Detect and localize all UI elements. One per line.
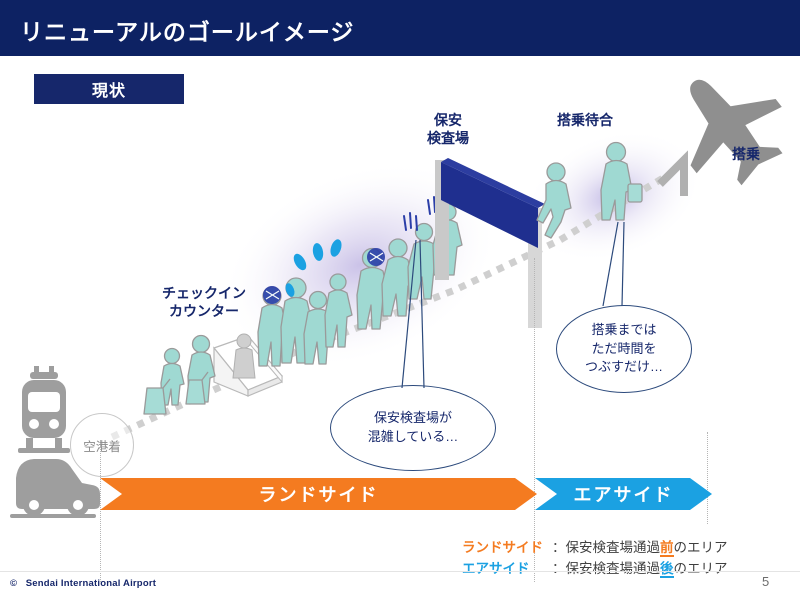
divider-guide-left — [100, 440, 101, 582]
speech-bubble-waiting: 搭乗までは ただ時間を つぶすだけ… — [556, 305, 692, 393]
stage-label-arrive: 空港着 — [70, 413, 134, 477]
legend-emphasis-landside: 前 — [660, 540, 674, 557]
band-airside-label: エアサイド — [573, 485, 674, 505]
stage-label-security: 保安 検査場 — [427, 112, 469, 146]
legend-key-airside: エアサイド — [462, 560, 530, 576]
legend-row-airside: エアサイド ：保安検査場通過後のエリア — [462, 559, 728, 580]
airplane-icon — [690, 79, 783, 186]
legend-key-landside: ランドサイド — [462, 540, 543, 555]
irritation-scribbles — [263, 248, 385, 304]
passenger-group-checkin — [143, 334, 216, 415]
copyright-text: Sendai International Airport — [25, 578, 157, 589]
title-bar — [0, 0, 800, 56]
legend-colon-airside: ： — [552, 560, 566, 576]
lounge-figures — [536, 141, 643, 239]
checkin-counter — [212, 334, 283, 397]
legend-suffix-airside: のエリア — [673, 560, 728, 576]
legend-suffix-landside: のエリア — [673, 540, 728, 555]
footer-copyright: © Sendai International Airport — [10, 578, 156, 589]
status-badge: 現状 — [34, 74, 184, 104]
divider-guide-security — [534, 258, 535, 582]
status-badge-label: 現状 — [91, 83, 126, 100]
divider-guide-right — [707, 432, 708, 524]
speech-bubble-congestion: 保安検査場が 混雑している… — [330, 385, 496, 471]
stage-label-checkin: チェックイン カウンター — [162, 285, 246, 319]
staff-figure — [232, 333, 256, 379]
stage-label-boarding: 搭乗 — [732, 146, 760, 162]
legend-row-landside: ランドサイド ：保安検査場通過前のエリア — [462, 538, 728, 559]
security-gate — [435, 158, 545, 328]
legend-emphasis-airside: 後 — [660, 560, 674, 578]
boarding-arrow-icon — [657, 150, 688, 196]
footer-divider — [0, 571, 800, 572]
band-airside: エアサイド — [535, 478, 712, 510]
legend-colon-landside: ： — [552, 540, 566, 555]
legend-prefix-landside: 保安検査場通過 — [565, 540, 661, 555]
stage-label-lounge: 搭乗待合 — [557, 112, 613, 128]
sweat-drops — [285, 187, 469, 297]
band-landside-label: ランドサイド — [258, 485, 379, 505]
band-landside: ランドサイド — [100, 478, 537, 510]
car-icon — [10, 459, 100, 518]
page-title: リニューアルのゴールイメージ — [20, 19, 355, 45]
page-number: 5 — [762, 574, 770, 589]
suitcase-handles — [162, 371, 209, 389]
legend: ランドサイド：保安検査場通過前のエリア エアサイド：保安検査場通過後のエリア — [462, 538, 728, 580]
train-icon — [18, 366, 70, 453]
legend-prefix-airside: 保安検査場通過 — [565, 560, 661, 576]
copyright-icon: © — [10, 578, 18, 589]
